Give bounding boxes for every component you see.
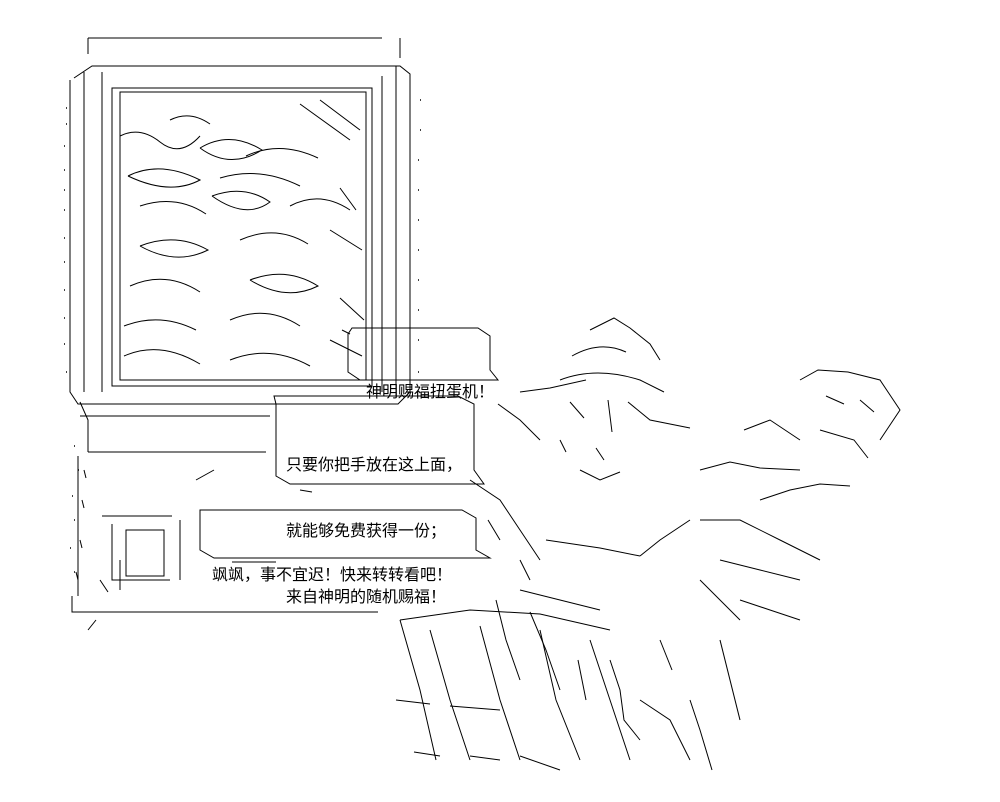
call-line: 飒飒，事不宜迟！快来转转看吧！: [212, 565, 453, 584]
speech-bubbles: [195, 327, 500, 559]
bubble-call-text: 飒飒，事不宜迟！快来转转看吧！: [212, 520, 452, 630]
character: [395, 317, 901, 771]
texture-dots: [64, 99, 421, 573]
info-line-1: 只要你把手放在这上面，: [286, 455, 463, 474]
info-line-3: 来自神明的随机赐福！: [286, 587, 447, 606]
gacha-machine: [69, 37, 411, 631]
title-line: 神明赐福扭蛋机！: [366, 382, 495, 401]
info-line-2: 就能够免费获得一份；: [286, 521, 447, 540]
bubble-info-text: 只要你把手放在这上面， 就能够免费获得一份； 来自神明的随机赐福！: [286, 410, 462, 652]
bubble-title-text: 神明赐福扭蛋机！: [366, 337, 494, 447]
